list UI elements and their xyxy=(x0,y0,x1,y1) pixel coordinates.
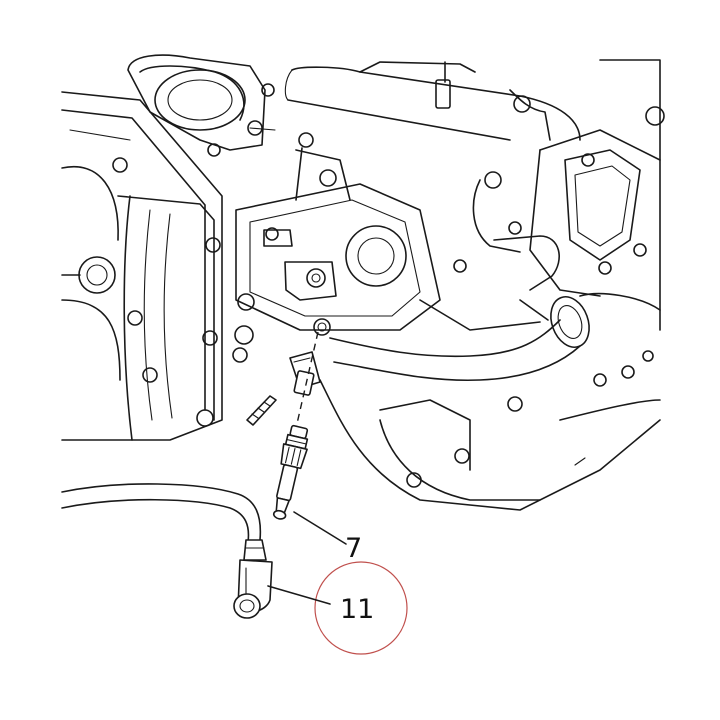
engine-line-art xyxy=(61,54,665,511)
spark-plug-assembly xyxy=(272,331,321,520)
lower-crankcase xyxy=(319,379,661,511)
ht-lead-cable xyxy=(61,483,262,541)
callout-7: 7 xyxy=(293,511,362,564)
cylinder-head-left xyxy=(61,91,223,441)
leader-line-11 xyxy=(267,585,331,605)
small-hose xyxy=(246,395,277,426)
callout-label-7: 7 xyxy=(345,533,362,564)
throttle-body xyxy=(127,54,276,157)
frame-tube xyxy=(284,61,581,141)
crankcase-center xyxy=(232,132,541,363)
engine-right-upper xyxy=(472,59,665,331)
callout-11: 11 xyxy=(267,561,408,655)
callout-label-11: 11 xyxy=(340,594,374,625)
leader-line-7 xyxy=(293,511,347,545)
plug-cap xyxy=(233,539,273,619)
callout-highlight-circle xyxy=(314,561,408,655)
coolant-pipe xyxy=(329,292,661,387)
ht-lead-assembly xyxy=(61,483,273,619)
spark-plug xyxy=(272,424,309,520)
